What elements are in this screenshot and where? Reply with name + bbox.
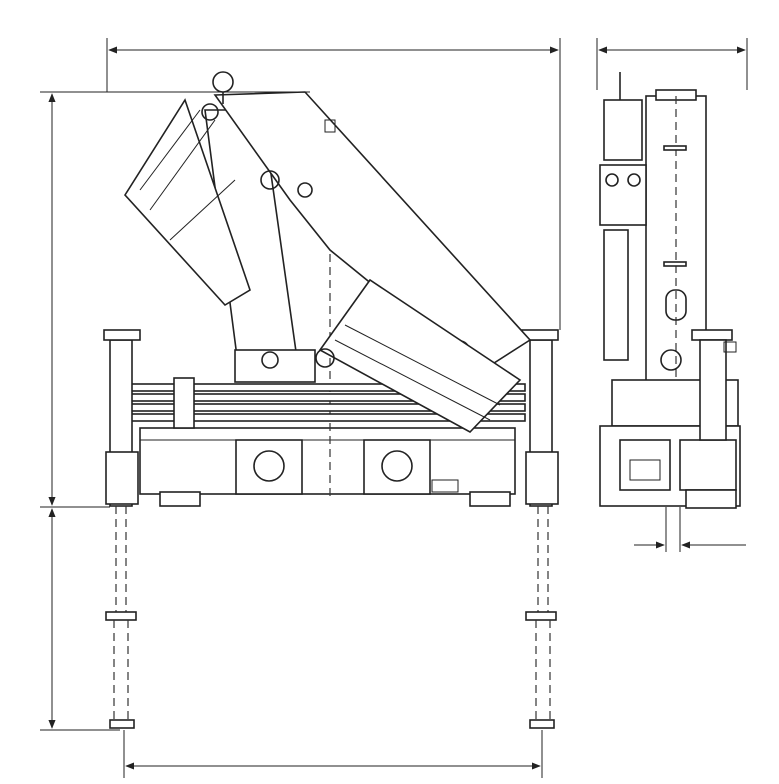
dimension-offset-59 [634, 507, 746, 552]
folded-jib [123, 98, 251, 307]
dimension-height-2282 [40, 91, 310, 508]
dimension-spread-2280-5380 [123, 730, 543, 778]
crane-column [204, 109, 316, 383]
left-outrigger-leg [103, 329, 141, 729]
boom-extension [315, 278, 522, 433]
dimension-width-822 [596, 38, 748, 90]
crane-front-view [103, 71, 559, 729]
crane-side-view [599, 72, 741, 509]
base-frame [139, 150, 516, 507]
right-outrigger-leg [521, 329, 559, 729]
hook [201, 71, 234, 121]
dimension-width-2482 [106, 38, 561, 330]
dimension-depth-680-1290 [40, 508, 120, 731]
